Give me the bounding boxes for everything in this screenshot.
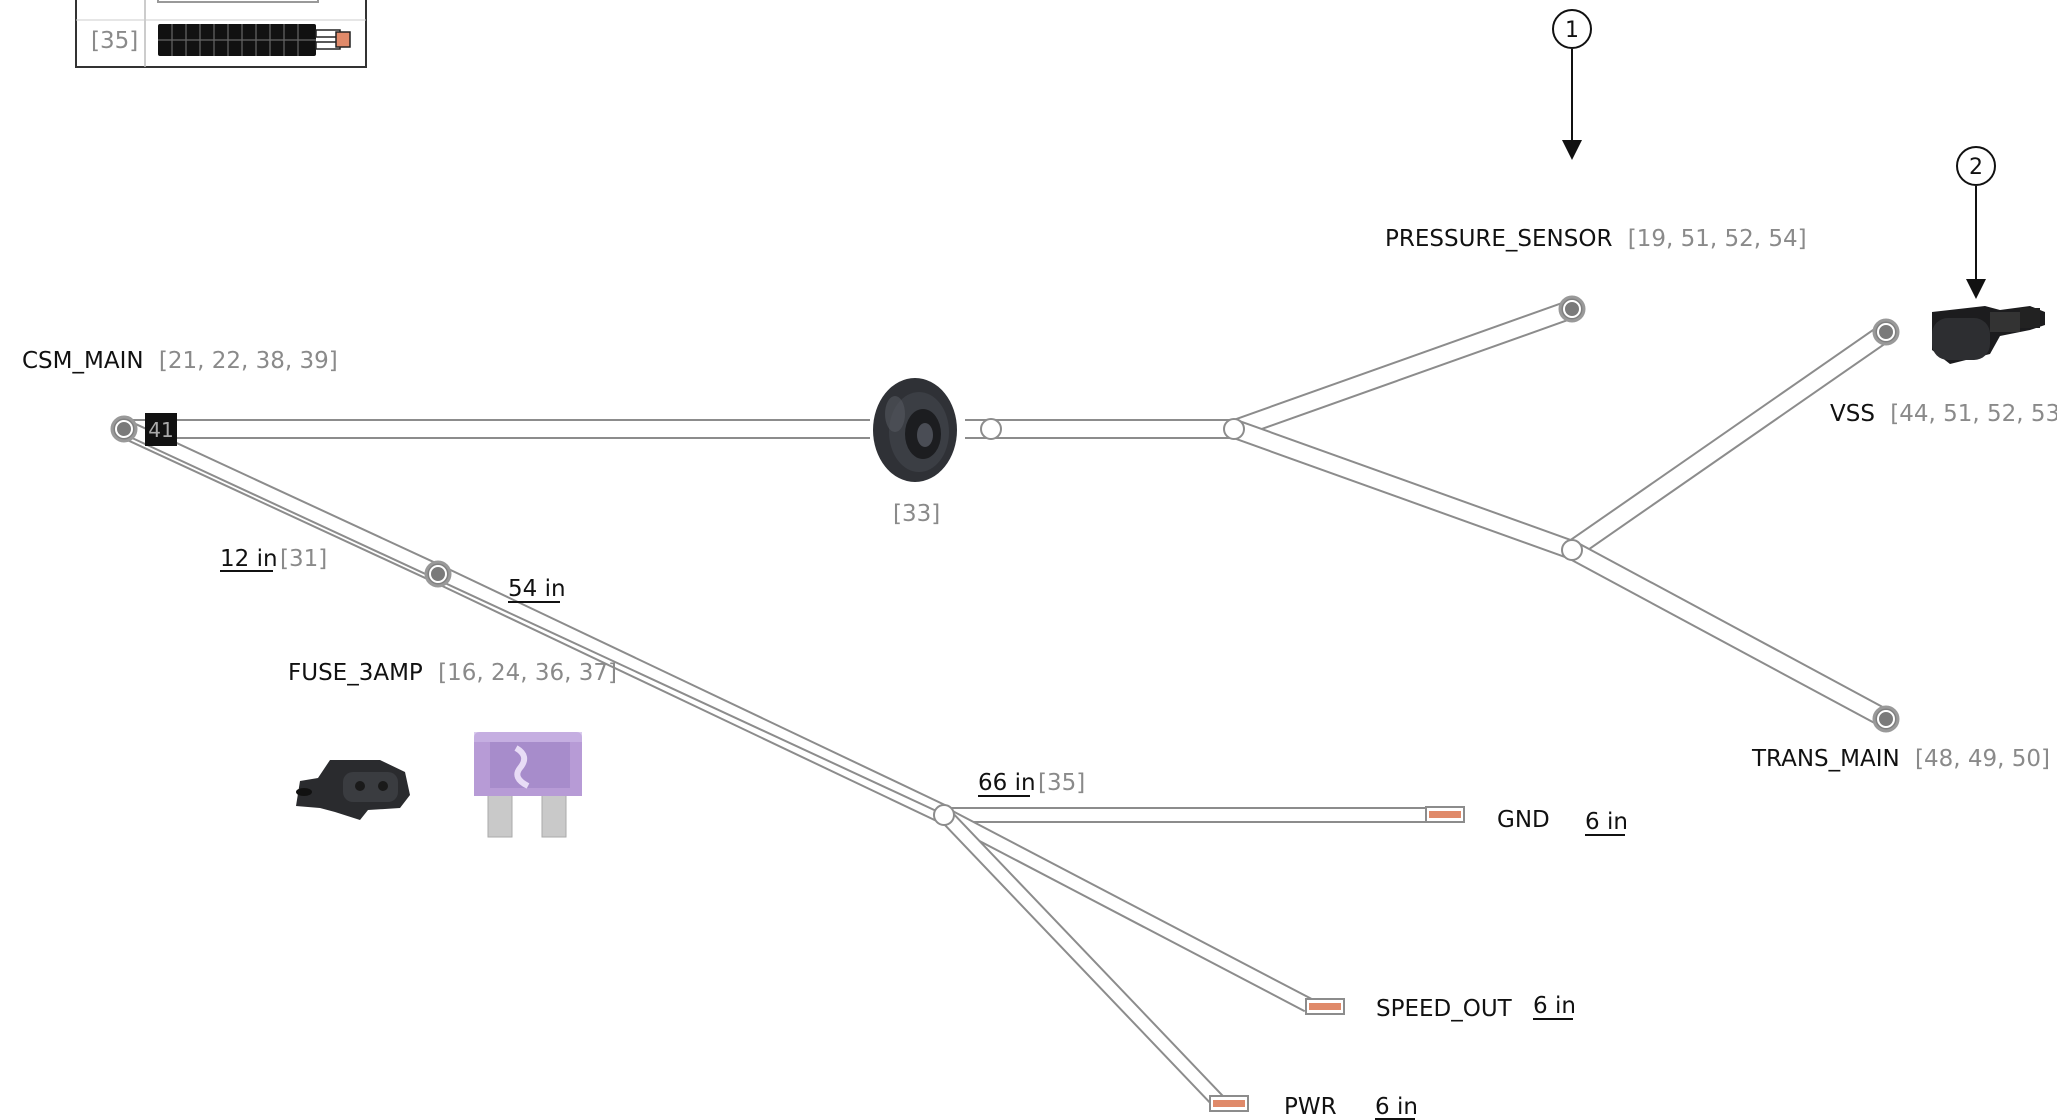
fuse-3amp-label: FUSE_3AMP [16, 24, 36, 37] — [288, 660, 617, 686]
fuse-connector-icon — [296, 760, 410, 820]
fuse-node[interactable] — [424, 560, 452, 588]
pwr-terminal[interactable] — [1209, 1095, 1249, 1112]
gnd-length: 6 in — [1585, 809, 1628, 835]
seg-54-length: 54 in — [508, 576, 566, 602]
connector-labels: CSM_MAIN [21, 22, 38, 39] PRESSURE_SENSO… — [22, 226, 2057, 1120]
csm-main-badge-text: 41 — [148, 418, 173, 442]
bom-row-35: [35] — [91, 0, 351, 56]
seg-12-label: 12 in [31] — [220, 546, 327, 572]
seg-12-ref: [31] — [280, 546, 327, 572]
seg-66-label: 66 in [35] — [978, 770, 1085, 797]
blade-fuse-icon — [474, 732, 582, 838]
grommet-icon[interactable] — [873, 378, 957, 482]
segment-j3-to-pwr — [939, 809, 1224, 1107]
segment-j1-to-j2 — [1231, 419, 1576, 560]
pwr-length-label: 6 in — [1375, 1094, 1418, 1120]
bom-row-ref: [35] — [91, 28, 138, 54]
vss-connector-icon — [1932, 306, 2045, 364]
speed-out-length: 6 in — [1533, 993, 1576, 1019]
seg-66-ref: [35] — [1038, 770, 1085, 796]
gnd-length-label: 6 in — [1585, 809, 1628, 836]
seg-12-length: 12 in — [220, 546, 278, 572]
junction-node-j3[interactable] — [933, 804, 955, 826]
trans-main-node[interactable] — [1872, 705, 1900, 733]
junction-node-j2[interactable] — [1561, 539, 1583, 561]
callout-1-number: 1 — [1565, 18, 1579, 43]
callout-2: 2 — [1956, 146, 1996, 299]
wire-segments — [120, 299, 1892, 1107]
gnd-terminal[interactable] — [1425, 806, 1465, 823]
nodes: 41 — [110, 295, 1900, 826]
pressure-sensor-node[interactable] — [1558, 295, 1586, 323]
junction-node-grommet-exit[interactable] — [980, 418, 1002, 440]
segment-csm-to-j3 — [129, 436, 946, 816]
trans-main-label: TRANS_MAIN [48, 49, 50] — [1751, 746, 2050, 772]
pwr-length: 6 in — [1375, 1094, 1418, 1120]
pressure-sensor-label: PRESSURE_SENSOR [19, 51, 52, 54] — [1385, 226, 1807, 252]
segment-csm-to-fuse-node — [120, 419, 443, 584]
vss-label: VSS [44, 51, 52, 53] — [1830, 401, 2057, 427]
callout-2-number: 2 — [1969, 155, 1983, 180]
speed-out-label: SPEED_OUT — [1376, 996, 1513, 1022]
grommet-ref-label: [33] — [893, 501, 940, 527]
csm-main-node[interactable] — [110, 415, 138, 443]
segment-j2-to-trans-main — [1567, 541, 1891, 728]
vss-node[interactable] — [1872, 318, 1900, 346]
csm-main-badge: 41 — [145, 413, 177, 446]
length-labels: 12 in [31] 54 in 66 in [35] 6 in 6 in 6 … — [220, 546, 1628, 1120]
terminals — [1209, 806, 1465, 1112]
segment-j2-to-vss — [1566, 323, 1892, 559]
callout-1: 1 — [1552, 9, 1592, 160]
csm-main-label: CSM_MAIN [21, 22, 38, 39] — [22, 348, 338, 374]
seg-66-length: 66 in — [978, 770, 1036, 796]
segment-j1-to-pressure-sensor — [1231, 299, 1576, 439]
segment-j3-to-speed-out — [941, 807, 1312, 1013]
speed-out-length-label: 6 in — [1533, 993, 1576, 1020]
bom-table: [35] — [75, 0, 367, 68]
seg-54-label: 54 in — [508, 576, 566, 603]
speed-out-terminal[interactable] — [1305, 998, 1345, 1015]
gnd-label: GND — [1497, 807, 1550, 833]
ribbon-cable-connector-icon — [157, 0, 351, 56]
pwr-label: PWR — [1284, 1094, 1337, 1120]
junction-node-j1[interactable] — [1223, 418, 1245, 440]
